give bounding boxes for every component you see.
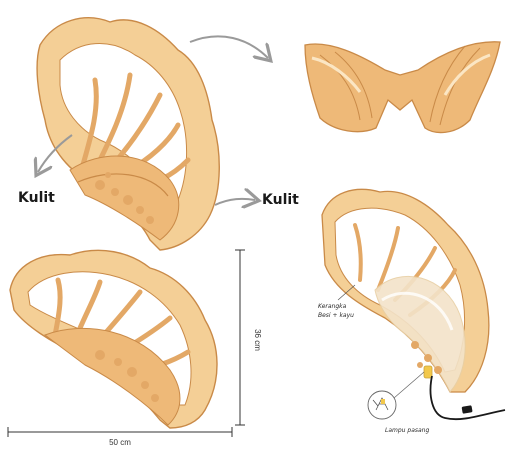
lamp-assembly bbox=[322, 189, 505, 419]
kulit-label-right: Kulit bbox=[262, 192, 299, 208]
height-dimension-label: 36 cm bbox=[253, 329, 262, 351]
fan-sculpture-top-left bbox=[37, 18, 219, 250]
width-dimension-label: 50 cm bbox=[109, 438, 131, 447]
lamp-bulb bbox=[424, 366, 432, 378]
lamp-detail-callout bbox=[368, 372, 424, 419]
arrow-to-kulit-right bbox=[215, 199, 255, 205]
skin-piece-top-right bbox=[305, 42, 500, 133]
curved-arrow-to-skin bbox=[190, 36, 268, 58]
frame-note-line1: Kerangka bbox=[318, 303, 347, 310]
width-dimension: 50 cm bbox=[8, 427, 232, 447]
kulit-label-left: Kulit bbox=[18, 190, 55, 206]
frame-note-line2: Besi + kayu bbox=[318, 312, 354, 319]
lamp-note: Lampu pasang bbox=[385, 427, 429, 434]
height-dimension: 36 cm bbox=[235, 250, 262, 425]
fan-sculpture-bottom-left bbox=[10, 250, 217, 428]
